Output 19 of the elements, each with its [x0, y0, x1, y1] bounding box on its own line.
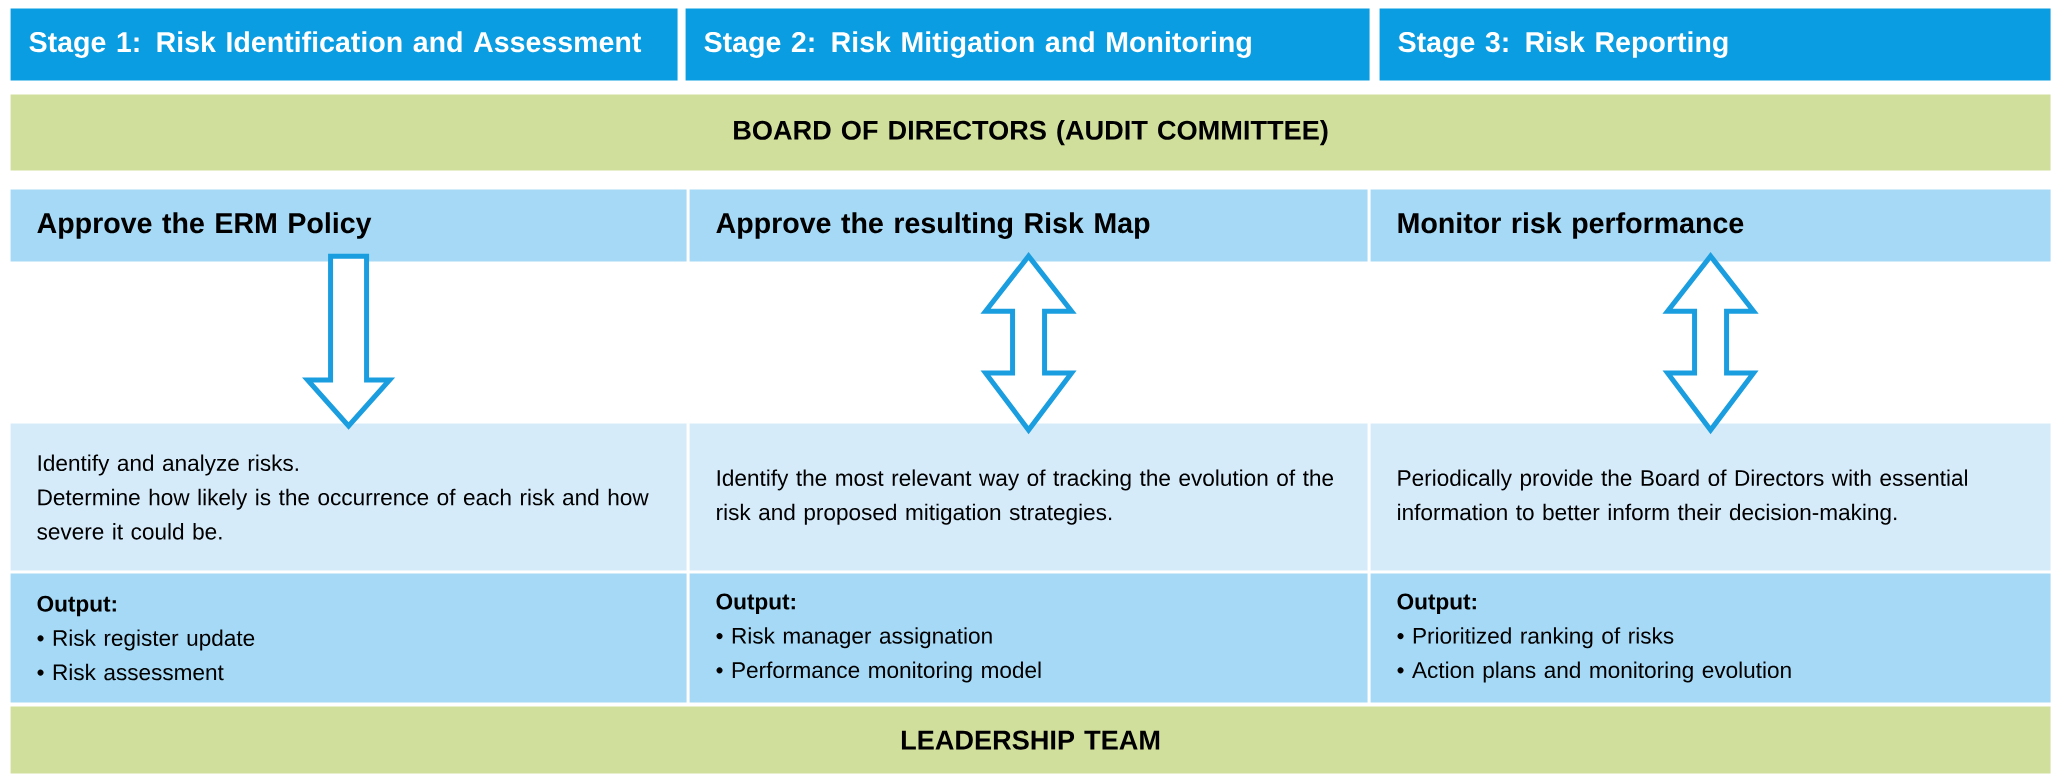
description-box: Periodically provide the Board of Directors with essential information to better inform their decision-making.	[1370, 423, 2051, 571]
node-label: Periodically provide the Board of Directors with essential information to better inform their decision-making.	[1398, 469, 1968, 525]
output-box: Output: • Prioritized ranking of risks • Action plans and monitoring evolution	[1370, 573, 2051, 703]
task-header: Monitor risk performance	[1370, 189, 2051, 262]
role-banner: LEADERSHIP TEAM	[10, 706, 2051, 774]
node-label: Identify and analyze risks.	[38, 454, 298, 476]
output-box: Output: • Risk manager assignation • Performance monitoring model	[689, 573, 1368, 703]
stage-header: Stage 1: Risk Identification and Assessment	[10, 8, 678, 81]
description-box: Identify the most relevant way of tracking the evolution of the risk and proposed mitigation strategies.	[689, 423, 1368, 571]
role-banner: BOARD OF DIRECTORS (AUDIT COMMITTEE)	[10, 94, 2051, 171]
block-arrow	[302, 253, 396, 430]
node-label: Identify the most relevant way of tracking the evolution of the risk and proposed mitigation strategies.	[717, 469, 1334, 525]
task-header: Approve the resulting Risk Map	[689, 189, 1368, 262]
output-box: Output: • Risk register update • Risk assessment	[10, 573, 687, 703]
stage-header: Stage 3: Risk Reporting	[1379, 8, 2051, 81]
task-header: Approve the ERM Policy	[10, 189, 687, 262]
description-box: Identify and analyze risks. Determine how likely is the occurrence of each risk and how severe it could be.	[10, 423, 687, 571]
stage-header: Stage 2: Risk Mitigation and Monitoring	[685, 8, 1370, 81]
node-label: Determine how likely is the occurrence of each risk and how severe it could be.	[37, 488, 649, 540]
